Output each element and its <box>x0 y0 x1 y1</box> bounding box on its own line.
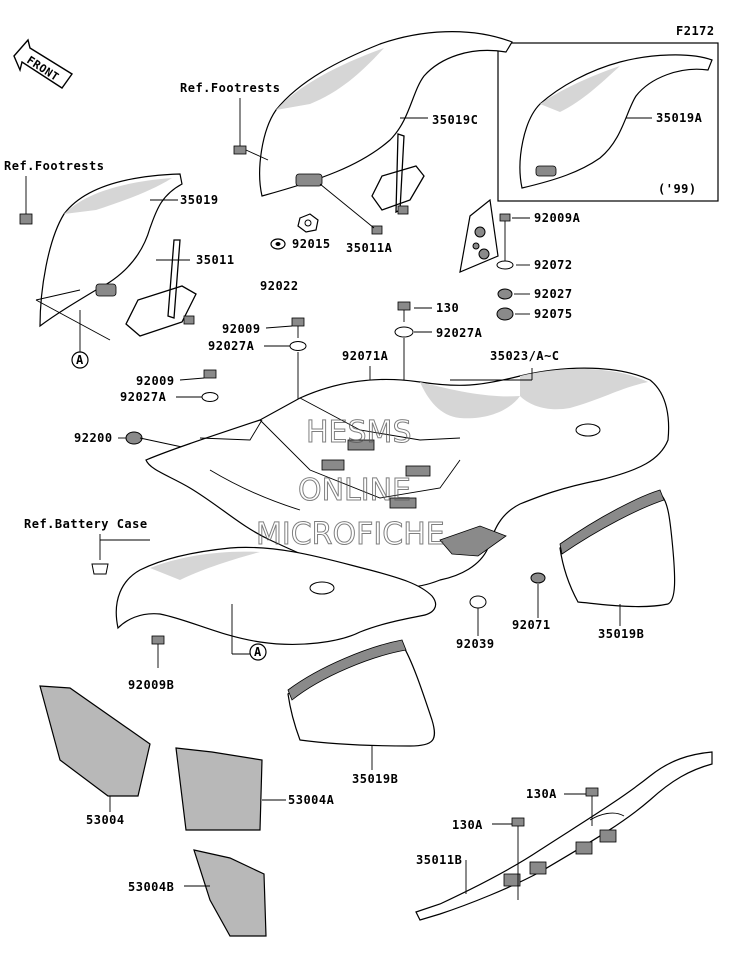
washer-92022: 92022 <box>260 238 299 293</box>
rear-fender-35023: 35023/A~C <box>145 349 670 589</box>
damper-92075: 92075 <box>496 307 573 321</box>
bolt-130: 130 <box>397 301 459 322</box>
washer-92200: 92200 <box>74 431 197 451</box>
label-92027A-lower: 92027A <box>120 390 167 404</box>
fender-35019: Ref.Footrests 35019 <box>4 159 219 328</box>
label-53004B: 53004B <box>128 880 174 894</box>
label-35019C: 35019C <box>432 113 478 127</box>
label-35019B-right: 35019B <box>598 627 644 641</box>
label-92072: 92072 <box>534 258 573 272</box>
label-35011B: 35011B <box>416 853 462 867</box>
ref-battery-case-label: Ref.Battery Case <box>24 517 148 531</box>
label-35011A: 35011A <box>346 241 393 255</box>
label-92022: 92022 <box>260 279 299 293</box>
label-92075: 92075 <box>534 307 573 321</box>
inset-1999-box: 35019A ('99) <box>497 42 719 202</box>
label-92039: 92039 <box>456 637 495 651</box>
ref-battery-case: Ref.Battery Case <box>24 517 150 575</box>
watermark-line-2: ONLINE <box>298 473 411 508</box>
ref-footrests-top: Ref.Footrests <box>180 81 280 161</box>
label-92009A: 92009A <box>534 211 581 225</box>
bolt-92009-upper: 92009 <box>222 317 305 338</box>
watermark: HESMS ONLINE MICROFICHE <box>256 415 446 553</box>
plug-92039: 92039 <box>456 595 495 651</box>
bracket-35011A: 35011A <box>319 133 425 255</box>
decal-53004A: 53004A <box>175 747 335 831</box>
label-92009-upper: 92009 <box>222 322 261 336</box>
label-53004A: 53004A <box>288 793 335 807</box>
grommet-92071: 92071 <box>512 572 551 632</box>
label-35023: 35023/A~C <box>490 349 560 363</box>
front-arrow-icon: FRONT <box>13 38 74 89</box>
label-92009B: 92009B <box>128 678 174 692</box>
watermark-line-1: HESMS <box>306 415 411 450</box>
frame-35011B: 130A 130A 35011B <box>415 751 713 921</box>
label-92009-lower: 92009 <box>136 374 175 388</box>
label-92027A-right: 92027A <box>436 326 483 340</box>
fender-35019C: 35019C <box>259 31 513 197</box>
callout-a-lower-label: A <box>254 645 262 659</box>
callout-a-upper-label: A <box>76 353 84 367</box>
label-53004: 53004 <box>86 813 125 827</box>
washer-92027A-lower: 92027A <box>120 390 219 404</box>
bolt-92009-lower: 92009 <box>136 369 217 388</box>
label-92071: 92071 <box>512 618 551 632</box>
bracket-35011: 35011 <box>35 239 235 341</box>
callout-a-lower: A <box>232 643 267 661</box>
label-92071A: 92071A <box>342 349 389 363</box>
label-130A-left: 130A <box>452 818 483 832</box>
nut-92015: 92015 <box>292 213 331 251</box>
washer-92072: 92072 <box>496 258 573 272</box>
figure-code: F2172 <box>676 24 715 38</box>
bracket-plate-right <box>459 198 499 273</box>
bolt-92009A: 92009A <box>499 211 581 262</box>
inset-year-note: ('99) <box>658 182 697 196</box>
mudflap-35019B-bottom: 35019B <box>287 639 436 786</box>
label-92015: 92015 <box>292 237 331 251</box>
label-130A-right: 130A <box>526 787 557 801</box>
bolt-92009B: 92009B <box>128 635 174 692</box>
mudflap-35019B-right: 35019B <box>559 489 676 641</box>
label-92200: 92200 <box>74 431 113 445</box>
label-35011: 35011 <box>196 253 235 267</box>
front-fender <box>115 546 437 654</box>
label-35019B-bottom: 35019B <box>352 772 398 786</box>
watermark-line-3: MICROFICHE <box>256 517 445 552</box>
grommet-92027: 92027 <box>497 287 573 301</box>
callout-a-upper: A <box>71 310 89 369</box>
label-130: 130 <box>436 301 459 315</box>
decal-53004B: 53004B <box>128 849 267 937</box>
label-35019A: 35019A <box>656 111 703 125</box>
ref-footrests-left-label: Ref.Footrests <box>4 159 104 173</box>
label-92027: 92027 <box>534 287 573 301</box>
decal-53004: 53004 <box>39 685 151 827</box>
label-35019: 35019 <box>180 193 219 207</box>
label-92027A-upper: 92027A <box>208 339 255 353</box>
ref-footrests-top-label: Ref.Footrests <box>180 81 280 95</box>
